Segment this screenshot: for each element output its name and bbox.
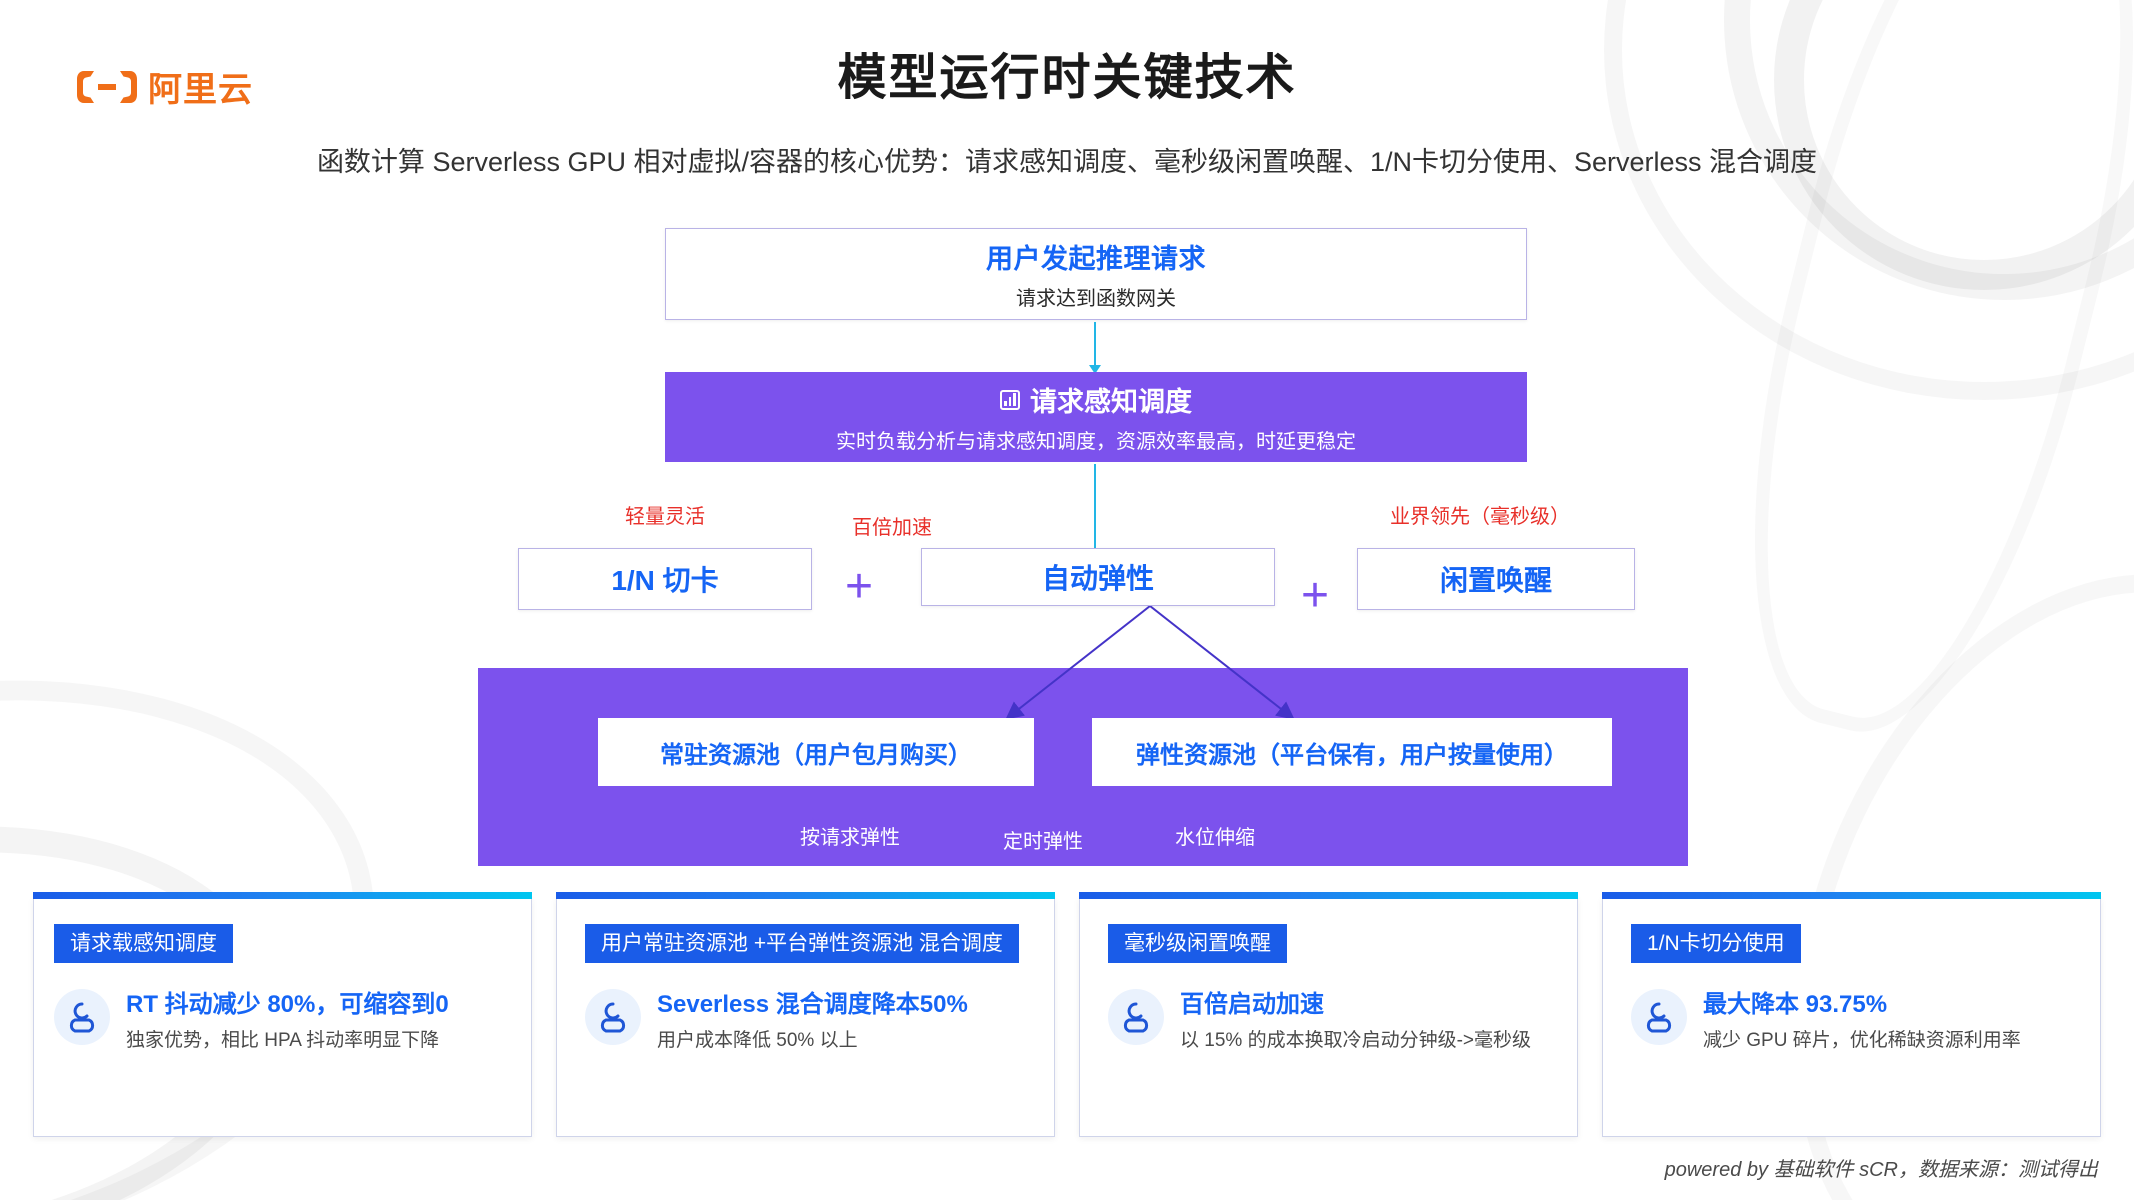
- flow-node-gateway: 用户发起推理请求 请求达到函数网关: [665, 228, 1527, 320]
- pool-box-reserved: 常驻资源池（用户包月购买）: [598, 718, 1034, 786]
- footer-note: powered by 基础软件 sCR，数据来源：测试得出: [1664, 1159, 2098, 1181]
- capability-box-autoscaling: 自动弹性: [921, 548, 1275, 606]
- gateway-subtitle: 请求达到函数网关: [1016, 288, 1176, 310]
- arrow-gateway-to-scheduler: [1089, 322, 1101, 374]
- card-accent-bar: [1602, 892, 2101, 899]
- card-title: 百倍启动加速: [1180, 991, 1324, 1018]
- page-title: 模型运行时关键技术: [837, 51, 1297, 105]
- scheduler-title: 请求感知调度: [1030, 387, 1192, 417]
- card-description: 独家优势，相比 HPA 抖动率明显下降: [126, 1029, 440, 1051]
- red-label-industry-leading: 业界领先（毫秒级）: [1390, 506, 1570, 528]
- gateway-title: 用户发起推理请求: [986, 244, 1206, 274]
- red-label-speedup: 百倍加速: [852, 517, 932, 539]
- card-accent-bar: [33, 892, 532, 899]
- capability-box-slicing: 1/N 切卡: [518, 548, 812, 610]
- pool-box-elastic: 弹性资源池（平台保有，用户按量使用）: [1092, 718, 1612, 786]
- user-icon-glyph: [1123, 1002, 1149, 1033]
- arrow-scheduler-to-elasticity: [1089, 464, 1101, 568]
- brand-name: 阿里云: [148, 71, 253, 109]
- scheduler-title-row: 请求感知调度: [1000, 380, 1192, 419]
- card-title: RT 抖动减少 80%，可缩容到0: [126, 991, 449, 1018]
- card-accent-bar: [1079, 892, 1578, 899]
- card-description: 减少 GPU 碎片，优化稀缺资源利用率: [1703, 1029, 2021, 1051]
- card-texts: 百倍启动加速 以 15% 的成本换取冷启动分钟级->毫秒级: [1180, 989, 1531, 1053]
- alibaba-cloud-mark-icon: [77, 70, 137, 103]
- alibaba-cloud-logo: 阿里云: [76, 62, 253, 111]
- pool-tag-request-based: 按请求弹性: [800, 827, 900, 849]
- card-title: Severless 混合调度降本50%: [657, 991, 968, 1018]
- card-body: 百倍启动加速 以 15% 的成本换取冷启动分钟级->毫秒级: [1108, 989, 1557, 1053]
- user-icon-glyph: [69, 1002, 95, 1033]
- card-body: 最大降本 93.75% 减少 GPU 碎片，优化稀缺资源利用率: [1631, 989, 2080, 1053]
- user-icon: [54, 989, 110, 1045]
- card-badge: 请求载感知调度: [54, 924, 233, 963]
- pool-tag-scheduled: 定时弹性: [1003, 831, 1083, 853]
- user-icon: [1631, 989, 1687, 1045]
- benefit-cards: 请求载感知调度 RT 抖动减少 80%，可缩容到0 独家优势，相比 HPA 抖动…: [33, 892, 2101, 1137]
- plus-sign: +: [1301, 569, 1330, 622]
- benefit-card: 毫秒级闲置唤醒 百倍启动加速 以 15% 的成本换取冷启动分钟级->毫秒级: [1079, 892, 1578, 1137]
- user-icon-glyph: [1646, 1002, 1672, 1033]
- card-badge: 毫秒级闲置唤醒: [1108, 924, 1287, 963]
- background-swirl-decoration: [1690, 0, 2134, 763]
- user-icon-glyph: [600, 1002, 626, 1033]
- card-badge: 1/N卡切分使用: [1631, 924, 1801, 963]
- card-accent-bar: [556, 892, 1055, 899]
- pool-tag-watermark: 水位伸缩: [1175, 827, 1255, 849]
- card-description: 用户成本降低 50% 以上: [657, 1029, 858, 1051]
- card-badge: 用户常驻资源池 +平台弹性资源池 混合调度: [585, 924, 1019, 963]
- flow-node-scheduler: 请求感知调度 实时负载分析与请求感知调度，资源效率最高，时延更稳定: [665, 372, 1527, 462]
- benefit-card: 1/N卡切分使用 最大降本 93.75% 减少 GPU 碎片，优化稀缺资源利用率: [1602, 892, 2101, 1137]
- user-icon: [585, 989, 641, 1045]
- card-texts: RT 抖动减少 80%，可缩容到0 独家优势，相比 HPA 抖动率明显下降: [126, 989, 449, 1053]
- scheduler-subtitle: 实时负载分析与请求感知调度，资源效率最高，时延更稳定: [836, 431, 1356, 453]
- card-texts: Severless 混合调度降本50% 用户成本降低 50% 以上: [657, 989, 968, 1053]
- card-description: 以 15% 的成本换取冷启动分钟级->毫秒级: [1180, 1029, 1532, 1051]
- benefit-card: 请求载感知调度 RT 抖动减少 80%，可缩容到0 独家优势，相比 HPA 抖动…: [33, 892, 532, 1137]
- plus-sign: +: [845, 560, 874, 613]
- benefit-card: 用户常驻资源池 +平台弹性资源池 混合调度 Severless 混合调度降本50…: [556, 892, 1055, 1137]
- card-body: Severless 混合调度降本50% 用户成本降低 50% 以上: [585, 989, 1034, 1053]
- card-title: 最大降本 93.75%: [1703, 991, 1888, 1018]
- capability-box-idle-wakeup: 闲置唤醒: [1357, 548, 1635, 610]
- page-subtitle: 函数计算 Serverless GPU 相对虚拟/容器的核心优势：请求感知调度、…: [316, 147, 1818, 177]
- card-body: RT 抖动减少 80%，可缩容到0 独家优势，相比 HPA 抖动率明显下降: [54, 989, 511, 1053]
- card-texts: 最大降本 93.75% 减少 GPU 碎片，优化稀缺资源利用率: [1703, 989, 2021, 1053]
- red-label-lightweight: 轻量灵活: [625, 506, 705, 528]
- user-icon: [1108, 989, 1164, 1045]
- chart-icon: [1000, 389, 1020, 410]
